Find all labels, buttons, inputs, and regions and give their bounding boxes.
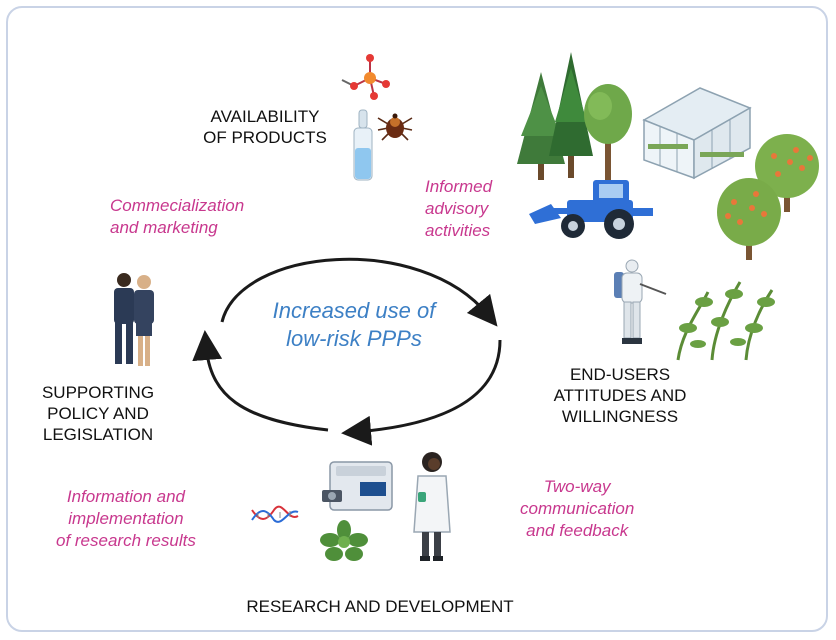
two-way-line-2: communication bbox=[520, 499, 635, 518]
center-line-1: Increased use of bbox=[272, 298, 436, 323]
tomato-plant-icon bbox=[676, 281, 775, 361]
commercialization-line-2: and marketing bbox=[110, 218, 218, 237]
information-line-3: of research results bbox=[56, 531, 196, 550]
availability-line-1: AVAILABILITY bbox=[210, 107, 320, 126]
policy-line-3: LEGISLATION bbox=[42, 425, 154, 444]
center-line-2: low-risk PPPs bbox=[286, 326, 422, 351]
greenhouse-icon bbox=[642, 87, 752, 180]
business-people-icon bbox=[114, 273, 154, 366]
information-label: Information and implementation of resear… bbox=[56, 486, 196, 552]
arrow-left bbox=[192, 330, 329, 432]
end-users-line-1: END-USERS bbox=[569, 365, 671, 384]
advisory-line-3: activities bbox=[425, 221, 491, 240]
research-label: RESEARCH AND DEVELOPMENT bbox=[210, 596, 550, 617]
scientist-icon bbox=[413, 452, 451, 561]
two-way-line-1: Two-way bbox=[543, 477, 611, 496]
information-line-1: Information and bbox=[66, 487, 185, 506]
tractor-icon bbox=[529, 180, 653, 239]
availability-line-2: OF PRODUCTS bbox=[203, 128, 327, 147]
commercialization-line-1: Commecialization bbox=[110, 196, 245, 215]
two-way-label: Two-way communication and feedback bbox=[520, 476, 634, 542]
advisory-line-1: Informed bbox=[425, 177, 493, 196]
fruit-tree-icon bbox=[717, 134, 819, 260]
center-statement: Increased use of low-risk PPPs bbox=[254, 297, 454, 353]
sprayer-person-icon bbox=[614, 259, 667, 344]
advisory-line-2: advisory bbox=[425, 199, 489, 218]
end-users-line-2: ATTITUDES AND bbox=[553, 386, 687, 405]
end-users-line-3: WILLINGNESS bbox=[561, 407, 679, 426]
dna-icon bbox=[251, 505, 299, 523]
commercialization-label: Commecialization and marketing bbox=[110, 195, 244, 239]
two-way-line-3: and feedback bbox=[526, 521, 629, 540]
information-line-2: implementation bbox=[68, 509, 184, 528]
research-line-1: RESEARCH AND DEVELOPMENT bbox=[246, 597, 514, 616]
advisory-label: Informed advisory activities bbox=[425, 176, 492, 242]
molecule-icon bbox=[341, 54, 390, 100]
arrow-top bbox=[220, 257, 498, 327]
arrow-right bbox=[341, 339, 502, 446]
availability-label: AVAILABILITY OF PRODUCTS bbox=[190, 106, 340, 148]
end-users-label: END-USERS ATTITUDES AND WILLINGNESS bbox=[535, 364, 705, 427]
tick-icon bbox=[377, 113, 413, 141]
lab-instrument-icon bbox=[322, 461, 393, 511]
policy-label: SUPPORTING POLICY AND LEGISLATION bbox=[34, 382, 162, 445]
policy-line-2: POLICY AND bbox=[47, 404, 149, 423]
conifer-tree-icon bbox=[517, 52, 632, 180]
vial-icon bbox=[353, 109, 373, 181]
seedling-icon bbox=[320, 520, 368, 561]
policy-line-1: SUPPORTING bbox=[41, 383, 155, 402]
